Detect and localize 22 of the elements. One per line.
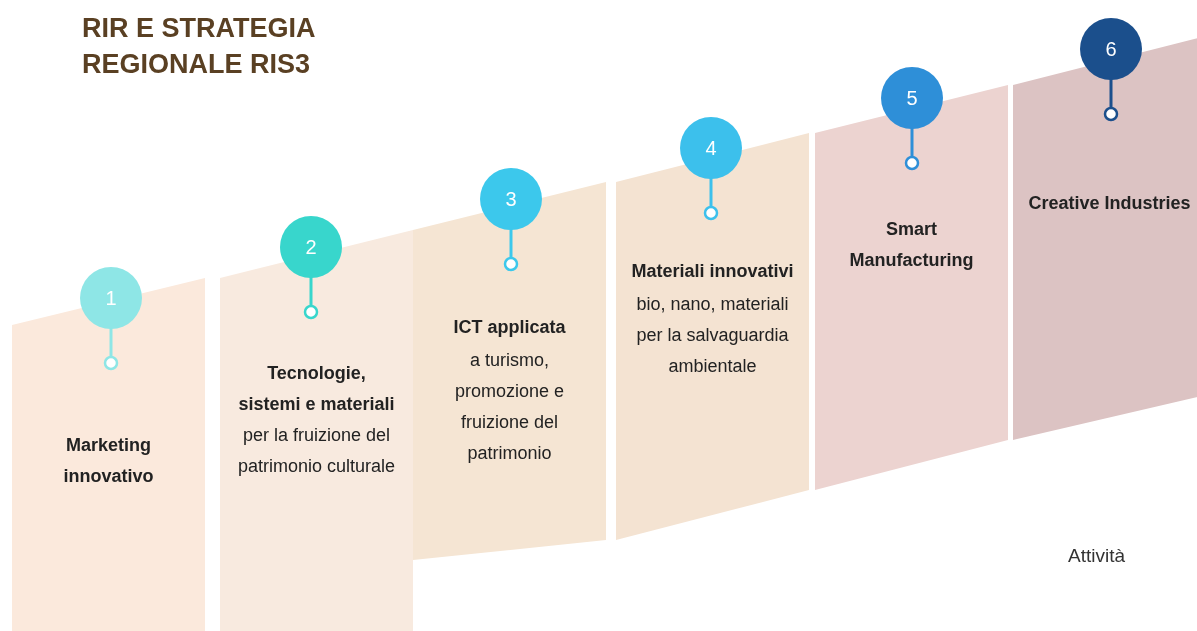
panel-heading: ICT applicata xyxy=(452,316,567,339)
category-panel xyxy=(12,278,205,631)
category-panel xyxy=(616,133,809,540)
number-circle: 1 xyxy=(80,267,142,329)
category-panel xyxy=(220,230,413,631)
number-circle: 5 xyxy=(881,67,943,129)
note-text: Attività xyxy=(1068,545,1126,567)
panel-text: Creative Industries xyxy=(1027,192,1192,215)
panel-text: bio, nano, materiali per la salvaguardia ambientale xyxy=(635,293,790,378)
panel-text: a turismo, promozione e fruizione del patrimonio xyxy=(453,349,566,465)
panel-heading: Materiali innovativi xyxy=(630,260,795,283)
title: RIR E STRATEGIA REGIONALE RIS3 xyxy=(82,12,316,81)
number-circle: 2 xyxy=(280,216,342,278)
category-panel xyxy=(815,85,1008,490)
panel-text: Tecnologie, sistemi e materiali per la fruizione del patrimonio culturale xyxy=(236,362,397,478)
number-circle: 3 xyxy=(480,168,542,230)
panel-text: Smart Manufacturing xyxy=(848,218,975,272)
category-panel xyxy=(1013,36,1197,440)
panel-text: Marketing innovativo xyxy=(62,434,155,488)
number-circle: 4 xyxy=(680,117,742,179)
category-panel xyxy=(413,182,606,560)
number-circle: 6 xyxy=(1080,18,1142,80)
